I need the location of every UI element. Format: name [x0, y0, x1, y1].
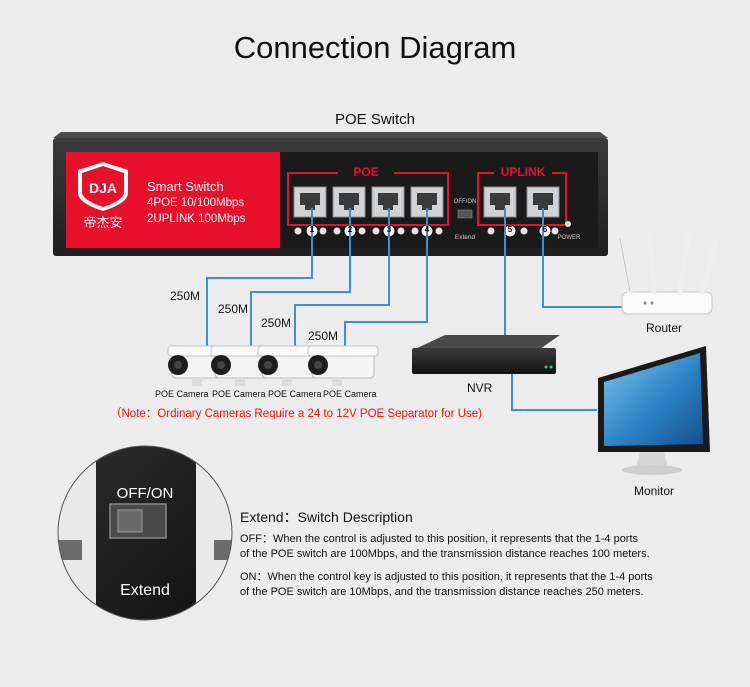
nvr-device [412, 335, 560, 374]
extend-on-line-1: ON：When the control key is adjusted to t… [240, 571, 653, 583]
cable-port6-router [542, 208, 622, 308]
page-title: Connection Diagram [233, 30, 517, 65]
extend-on-line-2: of the POE switch are 10Mbps, and the tr… [240, 586, 644, 598]
closeup-extend-label: Extend [120, 582, 170, 599]
status-leds [294, 221, 571, 235]
model-line-1: Smart Switch [147, 179, 224, 194]
brand-badge: DJA [88, 180, 117, 196]
cable-length-label-1: 250M [170, 289, 201, 303]
note-text: （Note：Ordinary Cameras Require a 24 to 1… [110, 408, 482, 420]
port-number-6: 6 [542, 225, 548, 234]
cable-length-label-4: 250M [308, 329, 339, 343]
extend-slide-switch[interactable] [457, 209, 473, 219]
cable-length-label-3: 250M [261, 316, 292, 330]
camera-4 [307, 345, 379, 386]
port-number-3: 3 [386, 225, 392, 234]
router-device [617, 233, 719, 315]
cable-length-label-2: 250M [218, 302, 249, 316]
off-on-label: OFF/ON [453, 199, 477, 205]
monitor-device [598, 346, 710, 475]
cable-port4-camera4 [344, 208, 428, 350]
brand-cn-name: 帝杰安 [83, 215, 123, 230]
model-line-3: 2UPLINK 100Mbps [147, 213, 246, 225]
camera-label-1: POE Camera [155, 389, 209, 399]
port-number-1: 1 [309, 225, 315, 234]
router-label: Router [646, 321, 683, 335]
extend-switch-closeup [57, 445, 233, 621]
poe-switch [53, 132, 608, 256]
port-number-2: 2 [347, 225, 353, 234]
power-label: POWER [557, 235, 581, 241]
cable-port3-camera3 [294, 208, 390, 352]
closeup-off-on-label: OFF/ON [116, 485, 174, 502]
cables [206, 208, 622, 411]
switch-caption: POE Switch [334, 111, 416, 128]
uplink-group-label: UPLINK [500, 165, 546, 179]
brand-logo [78, 162, 128, 211]
cable-port2-camera2 [250, 208, 351, 352]
extend-off-line-1: OFF：When the control is adjusted to this… [240, 533, 639, 545]
model-line-2: 4POE 10/100Mbps [147, 197, 245, 209]
camera-label-3: POE Camera [268, 389, 322, 399]
extend-label: Extend [454, 234, 476, 241]
camera-label-4: POE Camera [323, 389, 377, 399]
extend-description-title: Extend：Switch Description [240, 509, 413, 525]
poe-group-label: POE [353, 165, 379, 179]
port-number-5: 5 [507, 225, 513, 234]
port-number-4: 4 [424, 225, 430, 234]
monitor-label: Monitor [634, 484, 675, 498]
cable-nvr-monitor [511, 372, 597, 411]
nvr-label: NVR [467, 381, 493, 395]
extend-off-line-2: of the POE switch are 100Mbps, and the t… [240, 548, 650, 560]
camera-label-2: POE Camera [212, 389, 266, 399]
cable-port1-camera1 [206, 208, 313, 352]
